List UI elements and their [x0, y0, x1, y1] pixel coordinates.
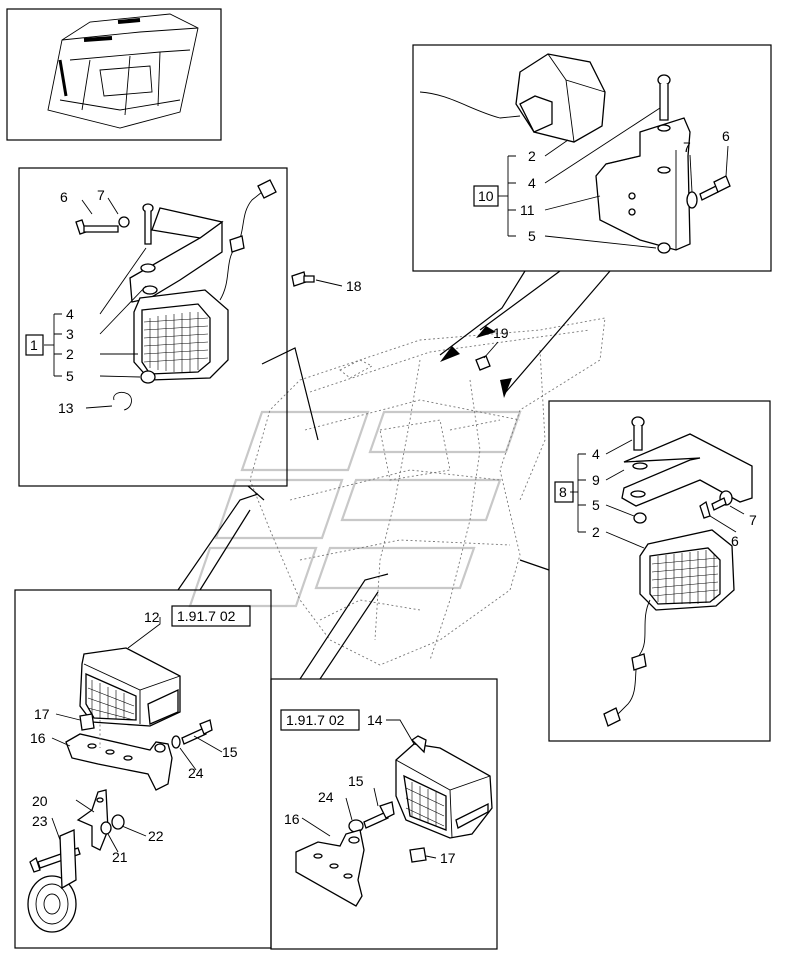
grommet-5-left [140, 370, 156, 384]
label-6-top: 6 [722, 128, 730, 144]
label-16-left: 16 [30, 730, 46, 746]
label-13: 13 [58, 400, 74, 416]
label-6-right: 6 [731, 533, 739, 549]
bolt-6-left [75, 219, 119, 235]
bolt-6-top [699, 175, 731, 201]
label-7-left: 7 [97, 187, 105, 203]
bolt-15-center [363, 801, 395, 829]
side-lamp-12 [79, 647, 181, 727]
label-4-left: 4 [66, 306, 74, 322]
label-17-left: 17 [34, 706, 50, 722]
callout-arrows [440, 326, 512, 398]
watermark-logo [188, 410, 522, 608]
top-right-detail-box [412, 44, 772, 394]
cab-thumbnail-box [6, 8, 222, 141]
label-16-center: 16 [284, 811, 300, 827]
work-lamp-2-right [639, 529, 735, 611]
label-20: 20 [32, 793, 48, 809]
washer-7-left [118, 216, 130, 228]
label-11-top: 11 [520, 202, 535, 218]
bolt-15-left [181, 719, 213, 745]
washer-22 [111, 814, 125, 830]
horn-unit [27, 829, 77, 933]
label-3-left: 3 [66, 326, 74, 342]
label-7-top: 7 [683, 139, 691, 155]
bolt-4-right [631, 416, 645, 451]
kit-box-8 [554, 481, 574, 503]
work-lamp-2-top [515, 53, 606, 143]
label-5-right: 5 [592, 497, 600, 513]
kit-label-10: 10 [478, 188, 494, 204]
bolt-6-right [699, 497, 727, 519]
label-5-top: 5 [528, 228, 536, 244]
kit-box-1 [25, 334, 44, 356]
side-lamp-14 [395, 735, 493, 839]
ref-label-center: 1.91.7 02 [286, 712, 345, 728]
label-21: 21 [112, 849, 128, 865]
grommet-5-right [633, 512, 647, 524]
label-5-left: 5 [66, 368, 74, 384]
label-24-left: 24 [188, 765, 204, 781]
kit-label-8: 8 [559, 484, 567, 500]
bolt-4-left [142, 203, 154, 245]
label-18: 18 [346, 278, 362, 294]
left-detail-box [18, 167, 319, 501]
label-15-center: 15 [348, 773, 364, 789]
label-22: 22 [148, 828, 164, 844]
right-detail-box [519, 400, 771, 742]
washer-24-left [171, 735, 181, 749]
washer-24-center [348, 819, 364, 833]
label-2-left: 2 [66, 346, 74, 362]
bolt-18 [291, 271, 315, 287]
bottom-left-detail-box [14, 493, 272, 949]
ref-box-left [171, 605, 251, 627]
cab-frame-main [249, 317, 606, 666]
label-17-center: 17 [440, 850, 456, 866]
bracket-9-right [621, 433, 753, 507]
clip-13 [113, 391, 132, 411]
ref-label-left: 1.91.7 02 [177, 608, 236, 624]
label-9-right: 9 [592, 472, 600, 488]
nut-21 [100, 821, 112, 835]
bracket-16-center [295, 829, 365, 907]
work-lamp-2-left [133, 289, 229, 381]
kit-box-10 [473, 185, 499, 207]
label-2-top: 2 [528, 148, 536, 164]
label-19: 19 [493, 325, 509, 341]
plug-19 [475, 355, 491, 371]
bottom-center-detail-box [270, 573, 498, 950]
label-23: 23 [32, 813, 48, 829]
label-15-left: 15 [222, 744, 238, 760]
washer-7-top [686, 191, 698, 209]
label-7-right: 7 [749, 512, 757, 528]
grommet-5-top [657, 242, 671, 254]
plug-17-center [409, 847, 427, 863]
label-2-right: 2 [592, 524, 600, 540]
bolt-4-top [657, 74, 671, 121]
label-6-left: 6 [60, 189, 68, 205]
label-14: 14 [367, 712, 383, 728]
kit-label-1: 1 [30, 337, 38, 353]
label-4-top: 4 [528, 175, 536, 191]
label-12: 12 [144, 609, 160, 625]
bracket-20 [76, 789, 109, 851]
label-4-right: 4 [592, 446, 600, 462]
label-24-center: 24 [318, 789, 334, 805]
ref-box-center [280, 709, 360, 731]
bracket-16-left [65, 733, 173, 791]
plug-17-left [79, 713, 95, 731]
